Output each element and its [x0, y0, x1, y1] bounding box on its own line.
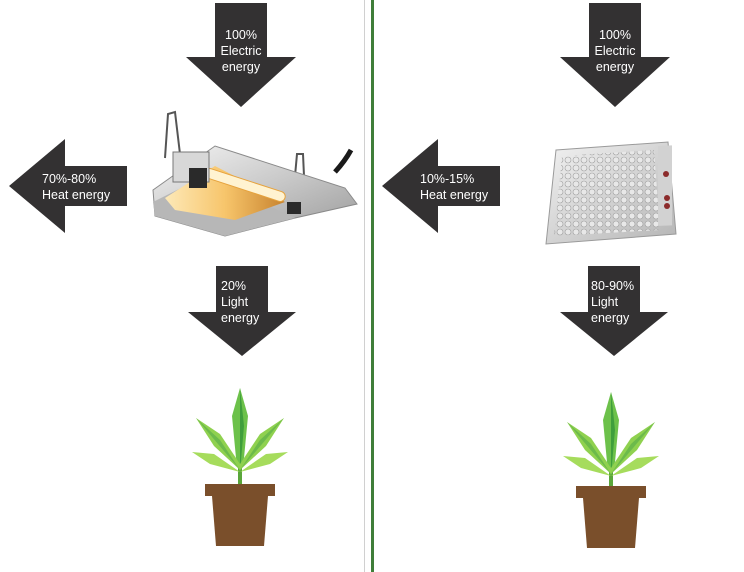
- left-top-arrow: 100% Electric energy: [186, 3, 296, 107]
- hps-lamp-reflector-icon: [152, 110, 358, 237]
- cannabis-plant-in-pot-icon: [192, 388, 288, 546]
- left-top-arrow-label: 100% Electric energy: [220, 28, 262, 74]
- led-panel-fixture: [540, 140, 680, 250]
- down-arrow-icon: [186, 3, 296, 107]
- left-plant: [190, 386, 290, 548]
- right-bottom-arrow-label: 80-90% Light energy: [591, 279, 635, 325]
- right-bottom-arrow: 80-90% Light energy: [560, 266, 668, 356]
- left-arrow-icon: [9, 139, 127, 233]
- left-side-arrow: 70%-80% Heat energy: [9, 139, 127, 233]
- left-bottom-arrow: 20% Light energy: [188, 266, 296, 356]
- right-top-arrow: 100% Electric energy: [560, 3, 670, 107]
- faint-separator-line: [364, 0, 365, 572]
- down-arrow-icon: [560, 3, 670, 107]
- left-bottom-arrow-label: 20% Light energy: [221, 279, 260, 325]
- hps-lamp-fixture: [145, 106, 360, 244]
- right-side-arrow: 10%-15% Heat energy: [382, 139, 500, 233]
- green-divider-line: [371, 0, 374, 572]
- led-grow-panel-icon: [545, 141, 677, 245]
- left-arrow-icon: [382, 139, 500, 233]
- cannabis-plant-in-pot-icon: [563, 392, 659, 548]
- right-side-arrow-label: 10%-15% Heat energy: [420, 172, 489, 202]
- right-plant: [561, 390, 661, 552]
- down-arrow-icon: [188, 266, 296, 356]
- down-arrow-icon: [560, 266, 668, 356]
- left-side-arrow-label: 70%-80% Heat energy: [42, 172, 111, 202]
- right-top-arrow-label: 100% Electric energy: [594, 28, 636, 74]
